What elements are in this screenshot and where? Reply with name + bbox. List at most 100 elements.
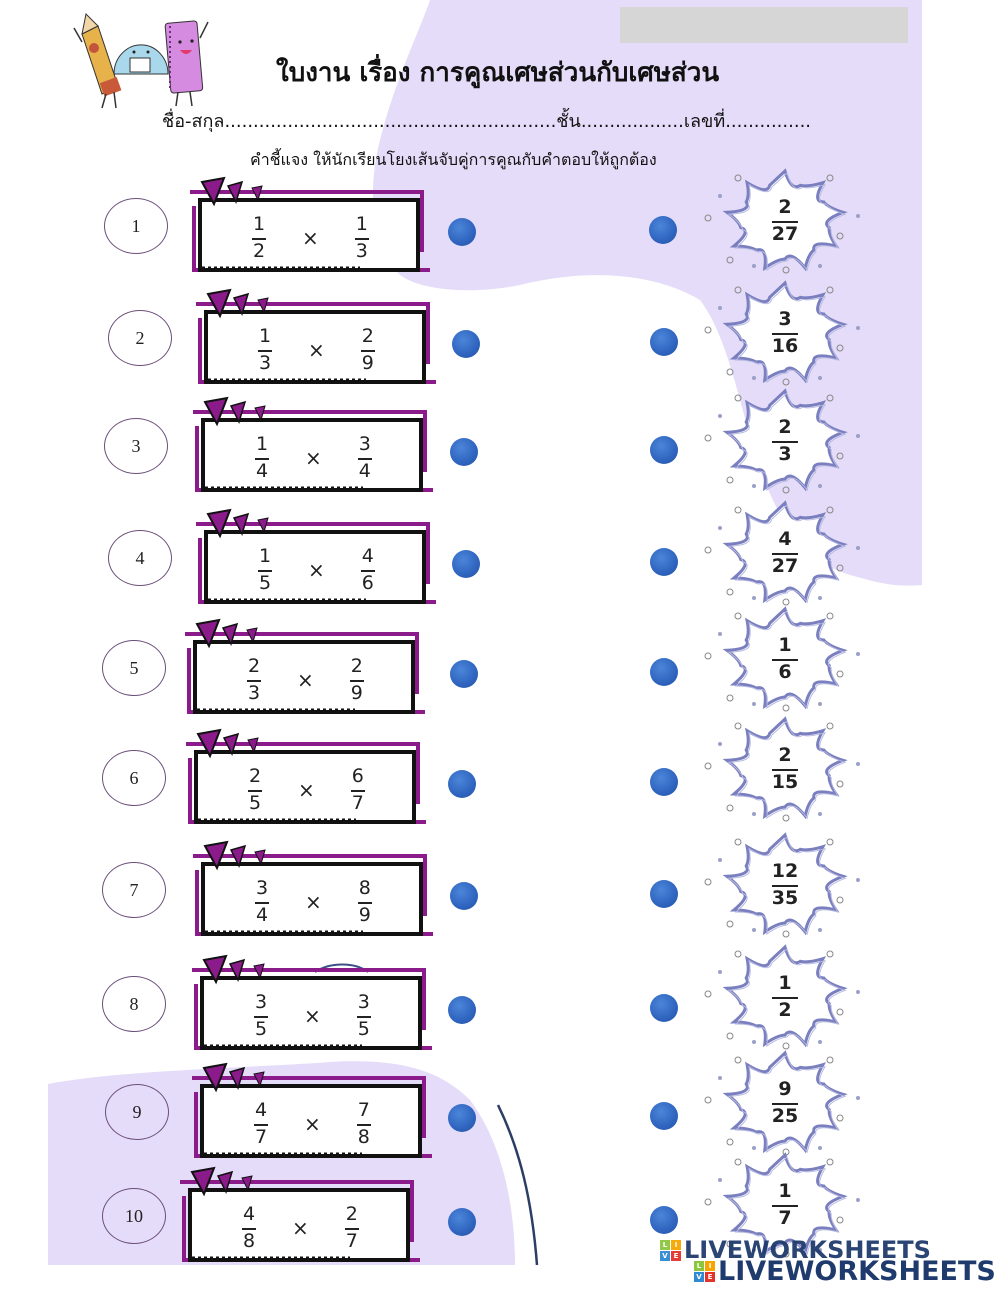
protractor-mascot-icon	[113, 44, 169, 75]
numerator: 9	[778, 1077, 792, 1100]
question-frame	[186, 728, 426, 824]
question-connector-dot[interactable]	[450, 660, 478, 688]
question-connector-dot[interactable]	[452, 550, 480, 578]
answer-connector-dot[interactable]	[650, 328, 678, 356]
numerator: 3	[778, 307, 792, 330]
denominator: 8	[357, 1125, 370, 1148]
question-frame	[185, 618, 425, 714]
starburst-icon	[704, 832, 860, 938]
question-connector-dot[interactable]	[450, 438, 478, 466]
question-connector-dot[interactable]	[448, 996, 476, 1024]
numerator: 1	[778, 1179, 792, 1202]
fraction-bar	[354, 237, 369, 240]
question-frame	[193, 396, 433, 492]
answer-connector-dot[interactable]	[650, 436, 678, 464]
denominator: 3	[355, 239, 368, 262]
question-number-badge: 10	[102, 1188, 166, 1244]
answer-connector-dot[interactable]	[650, 658, 678, 686]
question-frame	[192, 1062, 432, 1158]
fraction-bar	[360, 569, 375, 572]
denominator: 7	[351, 791, 364, 814]
student-info-line: ชื่อ-สกุล...............................…	[162, 106, 811, 135]
numerator: 8	[358, 876, 371, 899]
numerator: 1	[255, 432, 269, 455]
question-connector-dot[interactable]	[448, 1208, 476, 1236]
answer-connector-dot[interactable]	[649, 216, 677, 244]
question-number-badge: 2	[108, 310, 172, 366]
denominator: 3	[247, 681, 261, 704]
denominator: 8	[242, 1229, 256, 1252]
numerator: 12	[771, 859, 799, 882]
numerator: 2	[778, 415, 792, 438]
question-connector-dot[interactable]	[448, 218, 476, 246]
denominator: 6	[361, 571, 374, 594]
denominator: 25	[771, 1104, 799, 1127]
question-frame	[190, 176, 430, 272]
starburst-icon	[704, 944, 860, 1050]
question-connector-dot[interactable]	[450, 882, 478, 910]
times-operator: ×	[297, 668, 314, 692]
question-connector-dot[interactable]	[452, 330, 480, 358]
numerator: 2	[778, 195, 792, 218]
class-field[interactable]: ..................	[580, 111, 684, 132]
question-frame	[192, 954, 432, 1050]
arrow-decoration-icon	[200, 176, 263, 207]
denominator: 6	[778, 660, 792, 683]
denominator: 5	[258, 571, 272, 594]
answer-connector-dot[interactable]	[650, 1206, 678, 1234]
times-operator: ×	[304, 1112, 321, 1136]
numerator: 3	[254, 990, 268, 1013]
numerator: 3	[255, 876, 269, 899]
fraction-bar	[242, 1227, 256, 1230]
answer-connector-dot[interactable]	[650, 548, 678, 576]
numerator: 2	[248, 764, 262, 787]
question-connector-dot[interactable]	[448, 770, 476, 798]
decorative-arc	[496, 1104, 539, 1266]
fraction-bar	[771, 552, 798, 555]
question-number-badge: 6	[102, 750, 166, 806]
numerator: 2	[350, 654, 363, 677]
answer-connector-dot[interactable]	[650, 994, 678, 1022]
question-connector-dot[interactable]	[448, 1104, 476, 1132]
number-label: เลขที่	[683, 111, 726, 132]
answer-connector-dot[interactable]	[650, 1102, 678, 1130]
answer-connector-dot[interactable]	[650, 880, 678, 908]
starburst-icon	[704, 280, 860, 386]
numerator: 4	[361, 544, 374, 567]
fraction-bar	[357, 457, 372, 460]
question-number-badge: 3	[104, 418, 168, 474]
number-field[interactable]: ...............	[725, 111, 812, 132]
denominator: 9	[358, 903, 371, 926]
fraction-bar	[254, 1123, 268, 1126]
question-number-badge: 5	[102, 640, 166, 696]
denominator: 7	[345, 1229, 358, 1252]
arrow-decoration-icon	[203, 396, 266, 427]
question-frame	[196, 508, 436, 604]
fraction-bar	[771, 884, 798, 887]
numerator: 4	[778, 527, 792, 550]
name-field[interactable]: ........................................…	[224, 111, 557, 132]
answer-connector-dot[interactable]	[650, 768, 678, 796]
fraction-bar	[252, 237, 266, 240]
numerator: 2	[778, 743, 792, 766]
